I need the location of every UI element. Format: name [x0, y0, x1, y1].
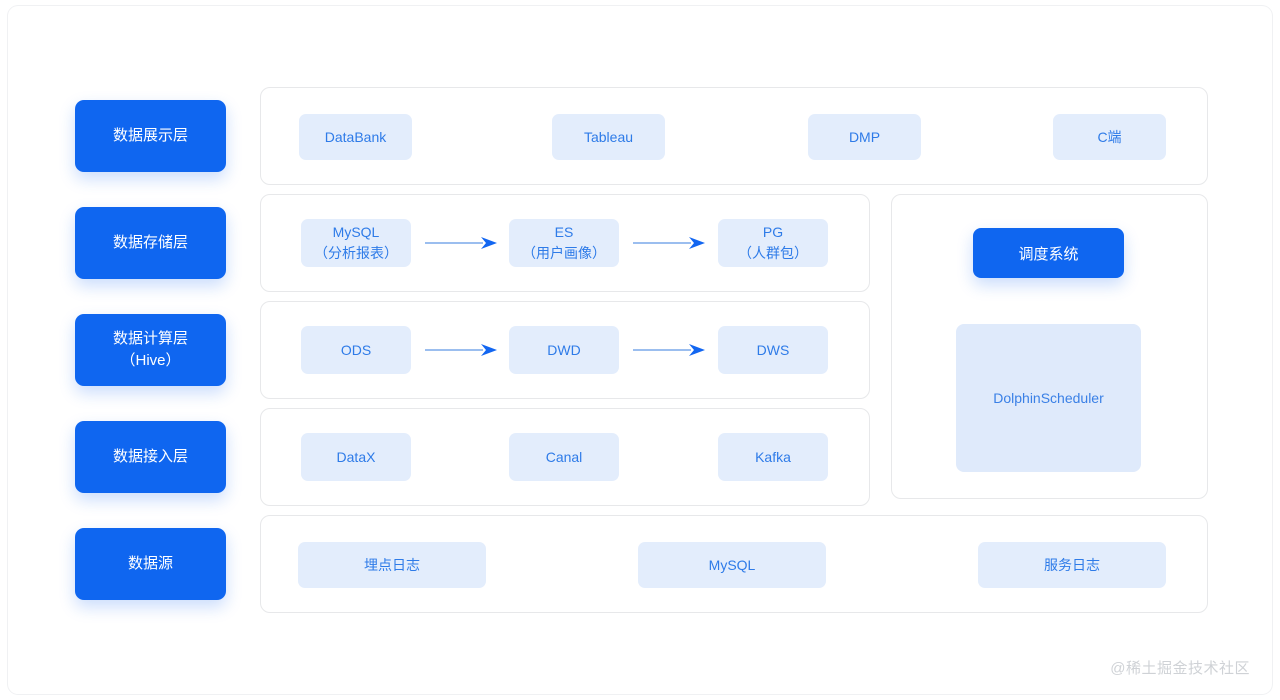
arrow-ods-to-dwd [425, 343, 499, 357]
node-label: Canal [545, 448, 583, 465]
node-label: 埋点日志 [364, 556, 420, 573]
node-dws[interactable]: DWS [718, 326, 828, 374]
node-tableau[interactable]: Tableau [552, 114, 665, 160]
node-label: MySQL [708, 556, 756, 573]
arrow-dwd-to-dws [633, 343, 707, 357]
node-label: DMP [848, 128, 881, 145]
node-label: 服务日志 [1044, 556, 1100, 573]
arrow-mysql-to-es [425, 236, 499, 250]
layer-chip-label: 数据存储层 [112, 234, 188, 252]
node-ods[interactable]: ODS [301, 326, 411, 374]
node-label: MySQL （分析报表） [314, 224, 398, 261]
node-c-end[interactable]: C端 [1053, 114, 1166, 160]
layer-chip-ingestion[interactable]: 数据接入层 [75, 421, 226, 493]
node-label: ODS [340, 341, 372, 358]
node-label: DWD [547, 341, 581, 358]
scheduler-chip[interactable]: 调度系统 [973, 228, 1124, 278]
node-mysql-report[interactable]: MySQL （分析报表） [301, 219, 411, 267]
node-label: DataBank [324, 128, 387, 145]
node-label: DWS [756, 341, 790, 358]
row-presentation [260, 87, 1208, 185]
node-es-profile[interactable]: ES （用户画像） [509, 219, 619, 267]
node-kafka[interactable]: Kafka [718, 433, 828, 481]
node-tracking-log[interactable]: 埋点日志 [298, 542, 486, 588]
layer-chip-storage[interactable]: 数据存储层 [75, 207, 226, 279]
node-label: C端 [1097, 128, 1122, 145]
layer-chip-label: 数据展示层 [112, 127, 188, 145]
node-mysql-source[interactable]: MySQL [638, 542, 826, 588]
node-label: PG （人群包） [738, 224, 808, 261]
node-service-log[interactable]: 服务日志 [978, 542, 1166, 588]
node-databank[interactable]: DataBank [299, 114, 412, 160]
node-canal[interactable]: Canal [509, 433, 619, 481]
watermark: @稀土掘金技术社区 [1110, 660, 1250, 677]
node-label: Tableau [583, 128, 634, 145]
node-label: ES （用户画像） [522, 224, 606, 261]
node-pg-crowd[interactable]: PG （人群包） [718, 219, 828, 267]
layer-chip-presentation[interactable]: 数据展示层 [75, 100, 226, 172]
layer-chip-compute[interactable]: 数据计算层 （Hive） [75, 314, 226, 386]
layer-chip-label: 数据源 [127, 555, 173, 573]
layer-chip-source[interactable]: 数据源 [75, 528, 226, 600]
arrow-es-to-pg [633, 236, 707, 250]
layer-chip-label: 数据接入层 [112, 448, 188, 466]
node-label: Kafka [755, 448, 791, 465]
layer-chip-label: 数据计算层 （Hive） [112, 330, 188, 369]
node-label: DolphinScheduler [993, 390, 1104, 406]
scheduler-chip-label: 调度系统 [1018, 245, 1079, 263]
node-dolphinscheduler[interactable]: DolphinScheduler [956, 324, 1141, 472]
node-datax[interactable]: DataX [301, 433, 411, 481]
node-dmp[interactable]: DMP [808, 114, 921, 160]
node-label: DataX [336, 448, 376, 465]
node-dwd[interactable]: DWD [509, 326, 619, 374]
